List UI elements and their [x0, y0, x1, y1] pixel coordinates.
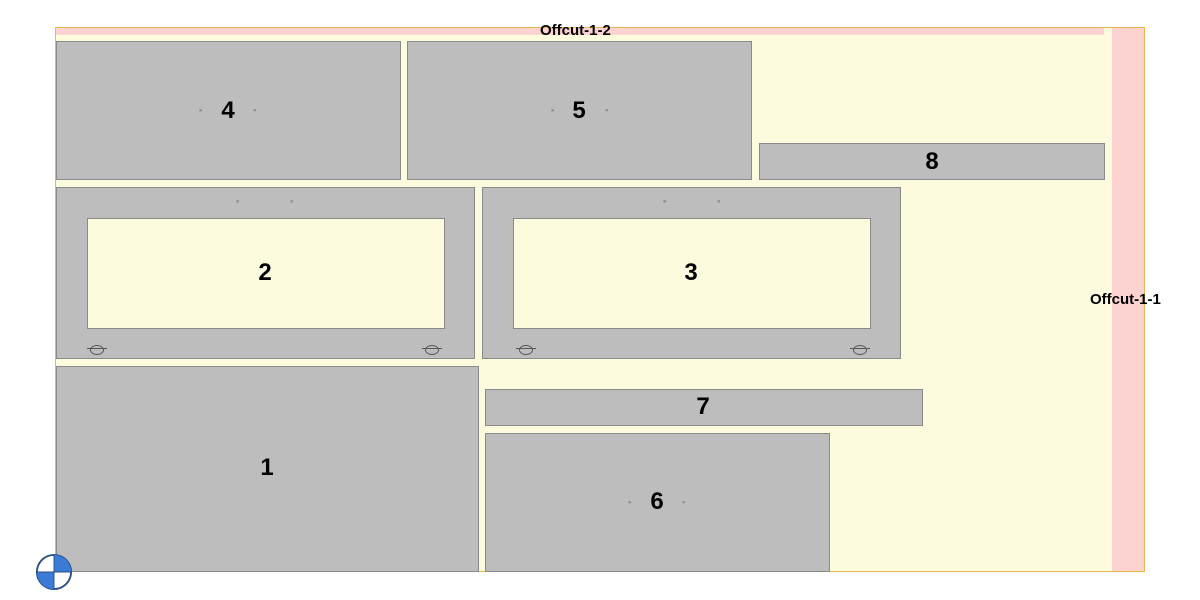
origin-marker-icon [35, 553, 73, 591]
part-3-cutout [513, 218, 871, 329]
hinge-hole-icon [516, 345, 536, 355]
part-8[interactable] [759, 143, 1105, 180]
part-2[interactable]: » » [56, 187, 475, 359]
part-3[interactable]: » » [482, 187, 901, 359]
offcut-1-1-label: Offcut-1-1 [1090, 291, 1161, 308]
part-6[interactable]: » » [485, 433, 830, 572]
hinge-hole-icon [850, 345, 870, 355]
part-5-label: 5 [572, 97, 586, 124]
edge-mark: » [253, 108, 257, 114]
edge-mark: » [199, 108, 203, 114]
part-2-cutout [87, 218, 445, 329]
part-2-label: 2 [258, 259, 272, 286]
edge-mark: » [663, 199, 667, 205]
edge-mark: » [717, 199, 721, 205]
part-3-label: 3 [684, 259, 698, 286]
part-1[interactable] [56, 366, 479, 572]
part-6-label: 6 [650, 488, 664, 515]
edge-mark: » [290, 199, 294, 205]
part-1-label: 1 [260, 454, 274, 481]
offcut-1-1[interactable] [1112, 28, 1144, 571]
edge-mark: » [236, 199, 240, 205]
edge-mark: » [628, 500, 632, 506]
edge-mark: » [682, 500, 686, 506]
part-8-label: 8 [925, 148, 939, 175]
edge-mark: » [605, 108, 609, 114]
part-5[interactable]: » » [407, 41, 752, 180]
part-7-label: 7 [696, 393, 710, 420]
offcut-1-2[interactable] [56, 28, 1104, 35]
part-7[interactable] [485, 389, 923, 426]
part-4[interactable]: » » [56, 41, 401, 180]
offcut-1-2-label: Offcut-1-2 [540, 22, 611, 39]
hinge-hole-icon [422, 345, 442, 355]
part-4-label: 4 [221, 97, 235, 124]
hinge-hole-icon [87, 345, 107, 355]
edge-mark: » [551, 108, 555, 114]
